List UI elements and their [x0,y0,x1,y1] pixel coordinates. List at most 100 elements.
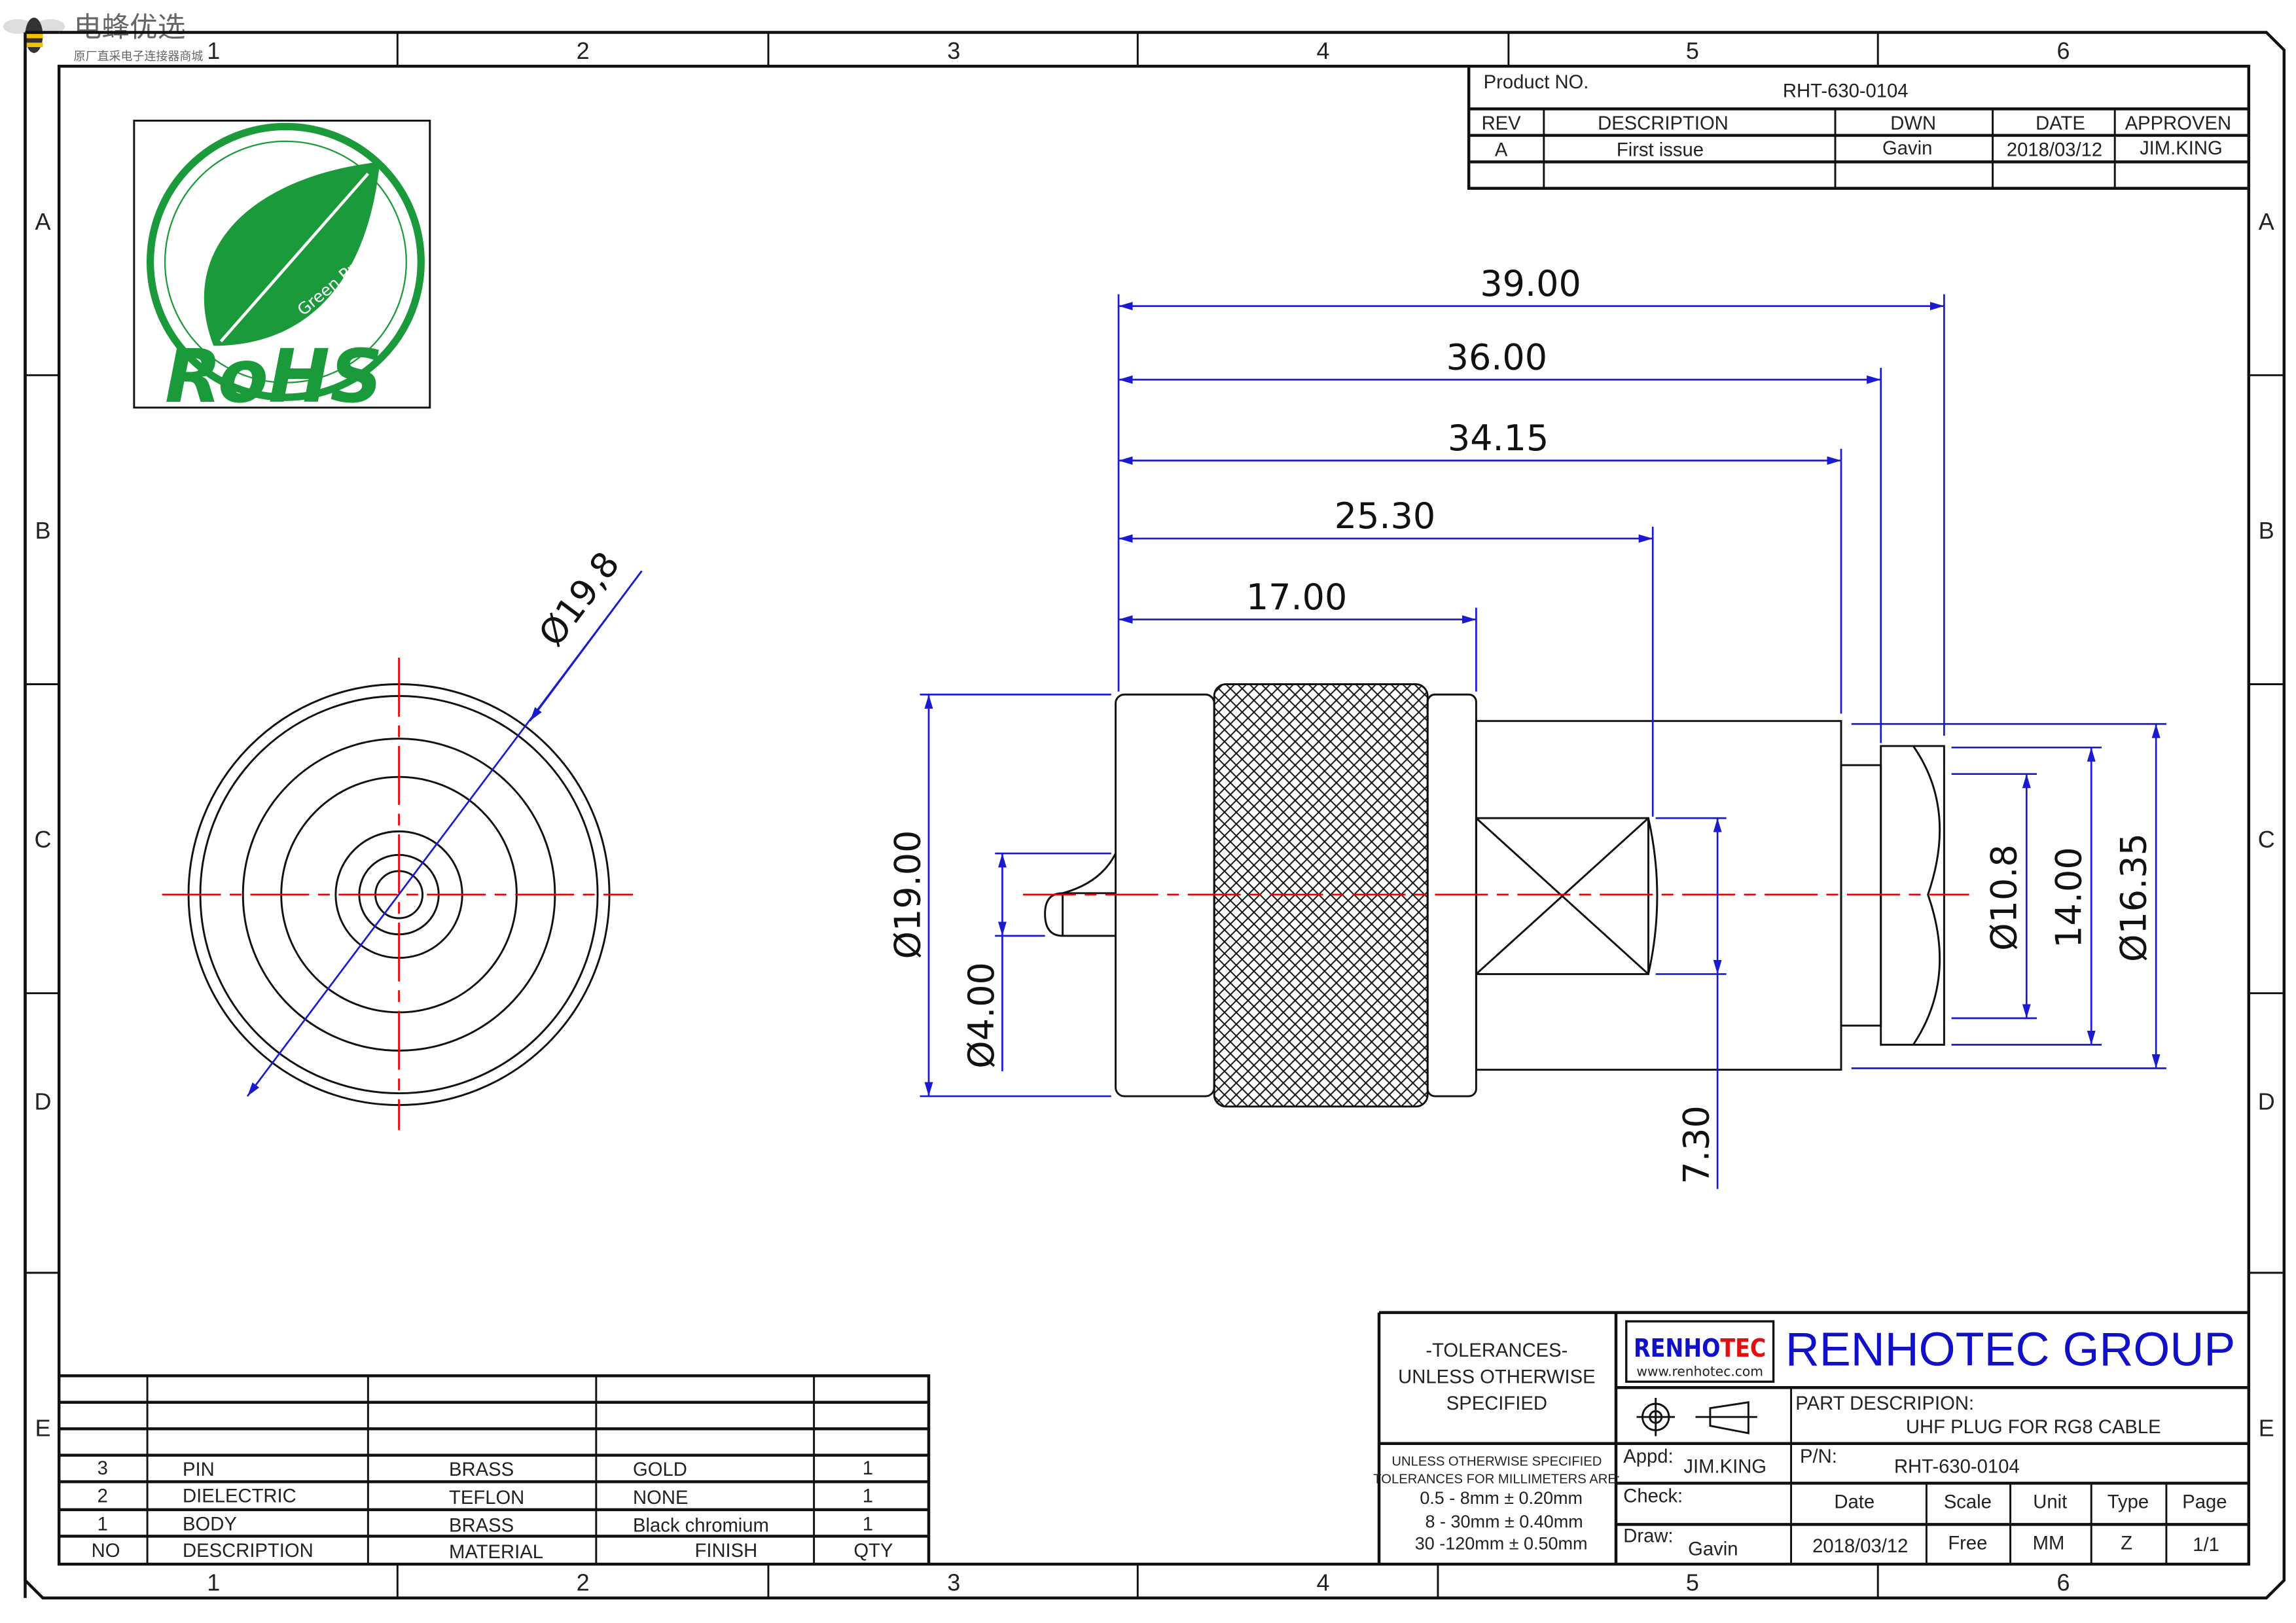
bom-cell: BRASS [449,1516,514,1537]
zone-row-right: C [2258,826,2275,853]
tolerance-detail: UNLESS OTHERWISE SPECIFIED [1391,1454,1602,1469]
rev-cell: 2018/03/12 [2007,139,2102,160]
dim-14: 14.00 [2048,847,2089,948]
appd-label: Appd: [1623,1446,1673,1467]
tolerance-title: SPECIFIED [1446,1393,1547,1414]
side-view: 39.00 36.00 34.15 25.30 17.00 Ø19.00 Ø4.… [887,263,2166,1189]
rev-header: APPROVEN [2125,113,2231,134]
bom-cell: TEFLON [449,1488,524,1508]
tb-value: MM [2033,1533,2065,1554]
logo-url: www.renhotec.com [1636,1363,1763,1379]
bom-cell: 1 [863,1486,873,1507]
bom-header: MATERIAL [449,1542,543,1563]
zone-col-bottom: 3 [947,1569,960,1596]
bom-cell: BRASS [449,1459,514,1480]
rev-header: DWN [1890,113,1936,134]
zone-row-left: A [35,208,50,235]
bee-icon [3,17,65,53]
projection-symbol-icon [1636,1397,1757,1436]
pn-value: RHT-630-0104 [1894,1457,2020,1478]
zone-row-left: E [35,1414,50,1441]
appd-value: JIM.KING [1683,1457,1767,1478]
tb-header: Scale [1944,1492,1992,1513]
bom-cell: 1 [863,1514,873,1535]
logo-text-blue: RENHO [1634,1334,1720,1363]
product-no-label: Product NO. [1484,72,1589,93]
zone-row-left: D [34,1088,51,1115]
renhotec-logo: RENHOTEC www.renhotec.com [1625,1320,1775,1383]
rev-header: DESCRIPTION [1598,113,1729,134]
tb-header: Unit [2033,1492,2067,1513]
bom-cell: 1 [863,1458,873,1479]
zone-col-top: 6 [2057,37,2070,64]
zone-col-bottom: 4 [1317,1569,1330,1596]
leaf-icon [204,162,380,346]
product-no: RHT-630-0104 [1783,80,1909,101]
dim-17: 17.00 [1246,577,1347,618]
tb-header: Date [1834,1492,1874,1513]
bom-cell: DIELECTRIC [183,1486,296,1507]
tolerance-detail: TOLERANCES FOR MILLIMETERS ARE: [1373,1472,1620,1486]
dim-36: 36.00 [1446,336,1547,378]
rev-cell: JIM.KING [2140,138,2223,159]
rev-cell: A [1495,139,1508,160]
tolerance-detail: 8 - 30mm ± 0.40mm [1426,1512,1583,1531]
dim-front-diameter: Ø19,8 [531,544,628,654]
company-name: RENHOTEC GROUP [1785,1324,2235,1376]
tb-value: Free [1948,1533,1987,1554]
dim-34-15: 34.15 [1448,418,1549,459]
dim-dia-16-35: Ø16.35 [2113,833,2154,962]
rev-cell: Gavin [1882,138,1932,159]
zone-col-top: 5 [1686,37,1699,64]
dim-7-30: 7.30 [1676,1105,1717,1184]
rohs-logo: Green Product RoHS [133,119,431,419]
rev-header: DATE [2036,113,2085,134]
zone-row-right: E [2259,1414,2274,1441]
zone-row-left: C [34,826,51,853]
pn-label: P/N: [1800,1446,1837,1467]
tolerance-detail: 0.5 - 8mm ± 0.20mm [1420,1488,1583,1508]
svg-text:RENHOTEC: RENHOTEC [1634,1334,1766,1363]
revision-block: Product NO. RHT-630-0104 REV DESCRIPTION… [1467,66,2249,190]
dim-25-30: 25.30 [1335,495,1435,537]
bom-cell: 2 [98,1486,108,1507]
tb-value: 2018/03/12 [1812,1536,1908,1557]
zone-col-bottom: 6 [2057,1569,2070,1596]
tb-header: Page [2182,1492,2227,1513]
bom-table: 3 PIN BRASS GOLD 1 2 DIELECTRIC TEFLON N… [59,1374,931,1565]
rev-header: REV [1482,113,1522,134]
bom-cell: PIN [183,1459,215,1480]
logo-text-red: TEC [1720,1334,1766,1363]
front-view: Ø19,8 [162,544,643,1130]
bom-cell: Black chromium [633,1516,769,1537]
zone-row-left: B [35,517,50,544]
bom-cell: NONE [633,1488,688,1508]
bom-cell: BODY [183,1514,237,1535]
drawing-frame [24,31,2286,1600]
tb-header: Type [2108,1492,2149,1513]
dim-dia-4: Ø4.00 [961,962,1002,1069]
watermark-brand: 电蜂优选 [74,12,186,43]
title-block: -TOLERANCES- UNLESS OTHERWISE SPECIFIED … [1373,1311,2249,1565]
bom-cell: 1 [98,1514,108,1535]
part-desc-label: PART DESCRIPION: [1795,1393,1974,1414]
tolerance-title: -TOLERANCES- [1426,1340,1568,1361]
rev-cell: First issue [1617,139,1704,160]
zone-col-top: 2 [577,37,590,64]
zone-row-right: D [2258,1088,2275,1115]
check-label: Check: [1623,1486,1683,1507]
dim-39: 39.00 [1480,263,1581,304]
zone-col-top: 4 [1317,37,1330,64]
tb-value: 1/1 [2193,1535,2219,1556]
bom-header: NO [92,1541,120,1561]
dim-dia-19: Ø19.00 [887,830,928,959]
dim-dia-10-8: Ø10.8 [1984,844,2025,951]
zone-col-top: 3 [947,37,960,64]
draw-value: Gavin [1688,1539,1738,1560]
zone-col-top: 1 [207,37,220,64]
zone-col-bottom: 2 [577,1569,590,1596]
bom-cell: 3 [98,1458,108,1479]
tolerance-detail: 30 -120mm ± 0.50mm [1415,1534,1588,1554]
zone-labels: 1 2 3 4 5 6 1 2 3 4 5 6 A B C D E A B C … [34,37,2274,1596]
